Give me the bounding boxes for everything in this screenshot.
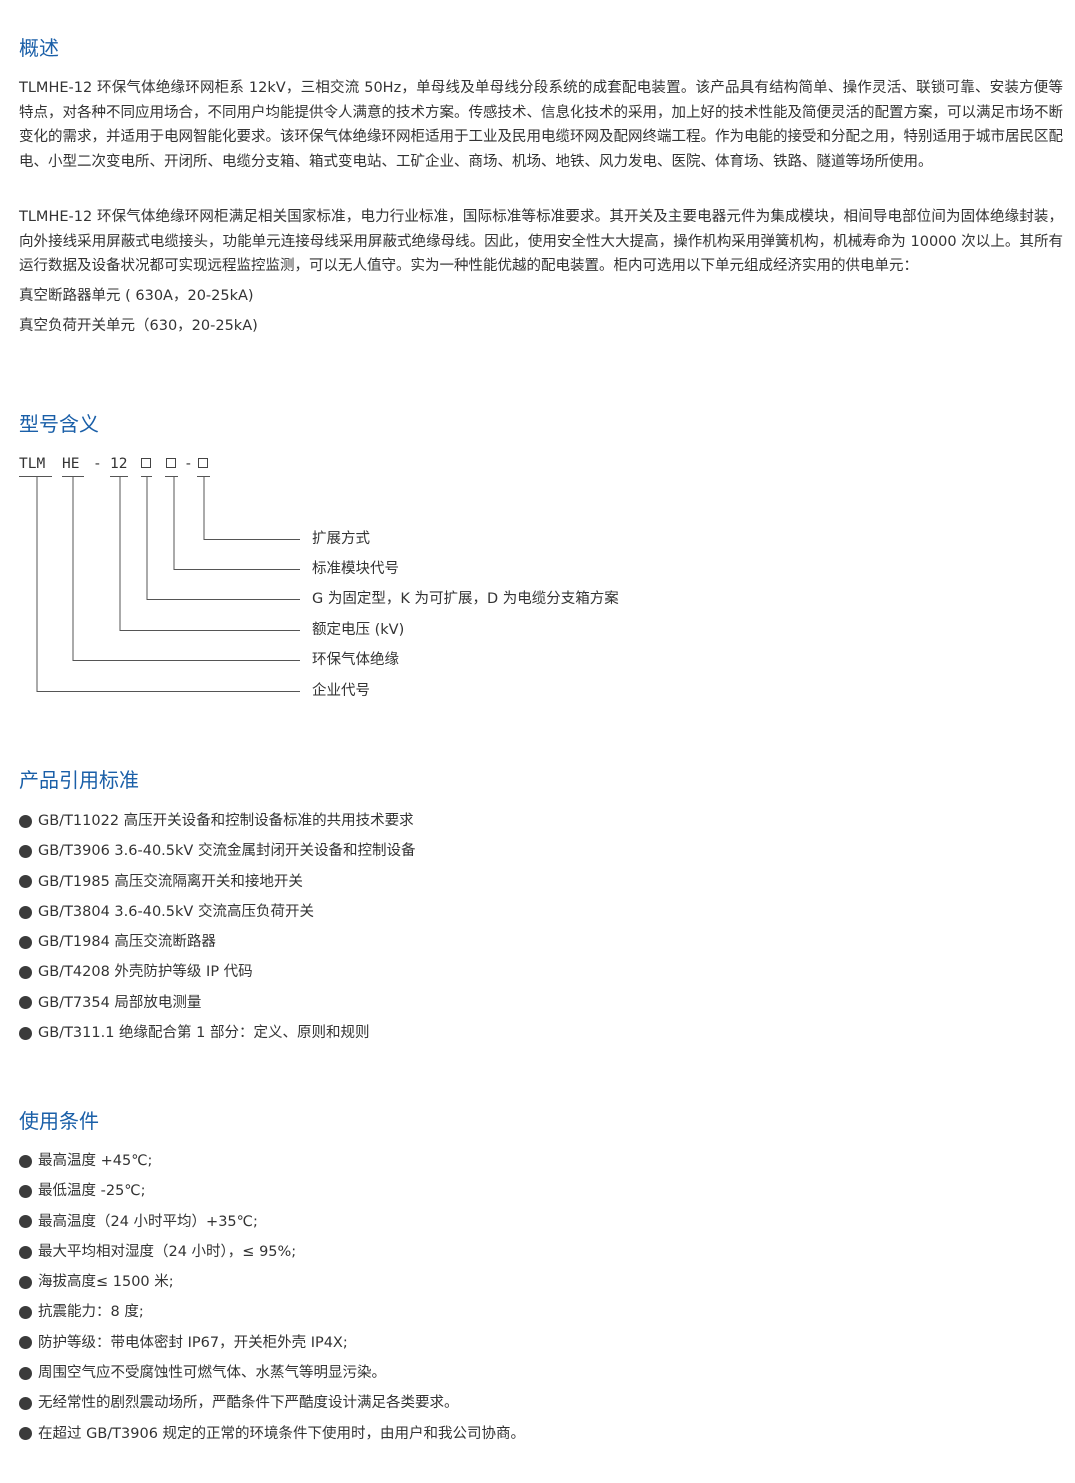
bullet-dot-icon [19,1184,32,1198]
unit-vacuum-load-switch: 真空负荷开关单元（630，20-25kA) [19,318,258,334]
list-item: GB/T1985 高压交流隔离开关和接地开关 [19,867,415,897]
bullet-dot-icon [19,844,32,858]
label-extension-mode: 扩展方式 [312,531,370,547]
overview-paragraph-1: TLMHE-12 环保气体绝缘环网柜系 12kV，三相交流 50Hz，单母线及单… [19,80,1063,170]
list-item: 海拔高度≤ 1500 米; [19,1267,525,1297]
label-module-code: 标准模块代号 [312,561,399,577]
model-code-tlm: TLM [19,456,46,472]
bullet-dot-icon [19,1427,32,1441]
bullet-dot-icon [19,1336,32,1350]
bullet-dot-icon [19,814,32,828]
unit-vacuum-breaker: 真空断路器单元 ( 630A，20-25kA) [19,288,254,304]
bullet-dot-icon [19,935,32,949]
model-code-box-type [141,458,151,468]
list-item: GB/T311.1 绝缘配合第 1 部分：定义、原则和规则 [19,1018,415,1048]
bullet-dot-icon [19,1397,32,1411]
model-code-box-extension [198,458,208,468]
bullet-dot-icon [19,1306,32,1320]
list-item: GB/T11022 高压开关设备和控制设备标准的共用技术要求 [19,806,415,836]
list-item: 最低温度 -25℃; [19,1176,525,1206]
overview-paragraph-2: TLMHE-12 环保气体绝缘环网柜满足相关国家标准，电力行业标准，国际标准等标… [19,209,1063,274]
label-type-scheme: G 为固定型，K 为可扩展，D 为电缆分支箱方案 [312,591,619,607]
list-item: GB/T4208 外壳防护等级 IP 代码 [19,957,415,987]
conditions-title: 使用条件 [19,1109,99,1133]
bullet-dot-icon [19,996,32,1010]
label-enterprise-code: 企业代号 [312,683,370,699]
list-item: GB/T7354 局部放电测量 [19,988,415,1018]
list-item: GB/T3804 3.6-40.5kV 交流高压负荷开关 [19,897,415,927]
bullet-dot-icon [19,1026,32,1040]
list-item: 无经常性的剧烈震动场所，严酷条件下严酷度设计满足各类要求。 [19,1388,525,1418]
label-rated-voltage: 额定电压 (kV) [312,622,405,638]
bullet-dot-icon [19,1154,32,1168]
bullet-dot-icon [19,1215,32,1229]
model-diagram: 扩展方式 标准模块代号 G 为固定型，K 为可扩展，D 为电缆分支箱方案 额定电… [0,470,700,710]
model-code-dash-2: - [184,456,193,472]
bullet-dot-icon [19,1245,32,1259]
conditions-list: 最高温度 +45℃; 最低温度 -25℃; 最高温度（24 小时平均）+35℃;… [19,1146,525,1449]
model-code-dash: - [93,456,102,472]
list-item: 周围空气应不受腐蚀性可燃气体、水蒸气等明显污染。 [19,1358,525,1388]
bullet-dot-icon [19,966,32,980]
list-item: 防护等级：带电体密封 IP67，开关柜外壳 IP4X; [19,1328,525,1358]
list-item: 抗震能力：8 度; [19,1297,525,1327]
standards-title: 产品引用标准 [19,768,139,792]
list-item: GB/T3906 3.6-40.5kV 交流金属封闭开关设备和控制设备 [19,836,415,866]
bullet-dot-icon [19,1275,32,1289]
overview-title: 概述 [19,36,59,60]
list-item: 最大平均相对湿度（24 小时），≤ 95%; [19,1237,525,1267]
bullet-dot-icon [19,875,32,889]
model-bracket-lines [19,476,300,692]
standards-list: GB/T11022 高压开关设备和控制设备标准的共用技术要求 GB/T3906 … [19,806,415,1048]
list-item: 最高温度（24 小时平均）+35℃; [19,1207,525,1237]
list-item: 在超过 GB/T3906 规定的正常的环境条件下使用时，由用户和我公司协商。 [19,1419,525,1449]
model-code-voltage: 12 [110,456,128,472]
model-title: 型号含义 [19,412,99,436]
model-code-he: HE [62,456,80,472]
list-item: GB/T1984 高压交流断路器 [19,927,415,957]
list-item: 最高温度 +45℃; [19,1146,525,1176]
bullet-dot-icon [19,1366,32,1380]
model-code-box-module [166,458,176,468]
label-eco-gas-insulation: 环保气体绝缘 [312,652,399,668]
bullet-dot-icon [19,905,32,919]
